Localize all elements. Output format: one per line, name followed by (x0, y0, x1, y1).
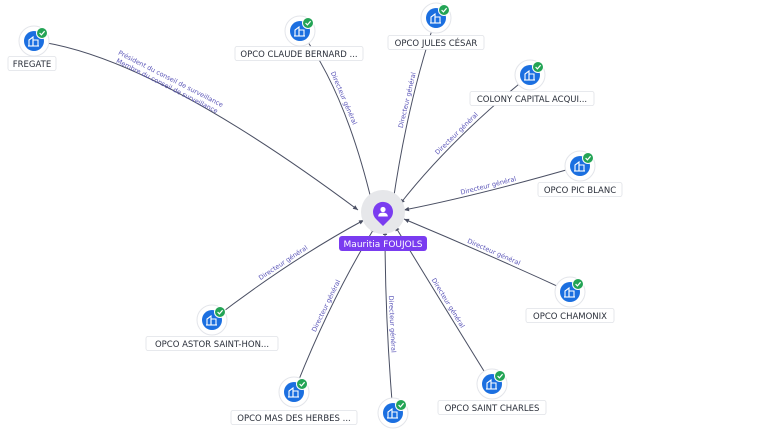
company-node[interactable]: COLONY CAPITAL ACQUI... (469, 59, 595, 106)
node-label-bg (234, 46, 364, 61)
edge-role-label: Directeur général (310, 278, 342, 333)
edge-role-label: Directeur général (387, 296, 398, 354)
edge-role-label: Directeur général (466, 237, 522, 267)
edge-line (403, 218, 571, 293)
company-node[interactable]: OPCO ASTOR SAINT-HON... (145, 304, 279, 351)
check-icon (395, 399, 407, 411)
center-label: Mauritia FOUJOLS (344, 240, 423, 250)
node-label-bg (537, 182, 623, 197)
node-label: COLONY CAPITAL ACQUI... (477, 95, 587, 105)
edge-line (211, 219, 365, 321)
node-label-bg (469, 91, 595, 106)
company-node[interactable]: FREGATE (7, 25, 57, 71)
edge-role-label: Membre du conseil de surveillance (115, 57, 219, 115)
nodes-layer: FREGATE OPCO CLAUDE BERNARD ... OPCO JULES… (7, 2, 623, 429)
edge: Directeur général (211, 219, 365, 321)
node-label: OPCO JULES CÉSAR (395, 37, 478, 49)
node-label: OPCO CLAUDE BERNARD ... (240, 50, 357, 60)
company-node[interactable]: OPCO CHAMONIX (525, 276, 615, 323)
node-label: OPCO PIC BLANC (544, 186, 616, 196)
edge-line (33, 40, 359, 211)
edge-role-label: Directeur général (257, 244, 309, 282)
edge-line (399, 74, 531, 205)
node-label: OPCO ASTOR SAINT-HON... (155, 340, 269, 350)
edge-role-label: Président du conseil de surveillance (117, 49, 225, 109)
check-icon (36, 27, 48, 39)
edge-arrow (358, 220, 364, 225)
check-icon (582, 152, 594, 164)
node-label-bg (7, 56, 57, 71)
node-label: OPCO CHAMONIX (533, 312, 607, 322)
edge-line (403, 165, 581, 211)
center-node[interactable]: Mauritia FOUJOLS (339, 190, 427, 251)
building-icon (486, 378, 497, 390)
edges-layer: Président du conseil de surveillanceMemb… (33, 17, 581, 414)
node-label-bg (387, 35, 485, 50)
building-icon (288, 386, 299, 398)
center-label-bg (339, 236, 427, 251)
edge-arrow (404, 218, 410, 223)
check-icon (532, 61, 544, 73)
building-icon (387, 407, 398, 419)
edge-arrow (404, 206, 410, 212)
building-icon (206, 314, 217, 326)
company-node[interactable]: OPCO CLAUDE BERNARD ... (234, 15, 364, 61)
check-icon (302, 17, 314, 29)
edge-line (384, 229, 394, 414)
node-label-bg (230, 410, 358, 425)
building-icon (574, 160, 585, 172)
building-icon (28, 35, 39, 47)
edge-role-label: Directeur général (430, 277, 467, 330)
edge-arrow (352, 205, 358, 210)
edge-role-label: Directeur général (329, 70, 359, 126)
building-icon (564, 286, 575, 298)
edge-role-label: Directeur général (397, 71, 418, 129)
building-icon (294, 25, 305, 37)
node-label-bg (145, 336, 279, 351)
node-label-bg (437, 400, 547, 415)
edge-line (299, 30, 373, 204)
company-node[interactable]: OPCO JULES CÉSAR (387, 2, 485, 50)
edge: Président du conseil de surveillanceMemb… (33, 40, 359, 211)
node-label: OPCO MAS DES HERBES ... (237, 414, 350, 424)
company-node[interactable]: OPCO SAINT CHARLES (437, 368, 547, 415)
company-node[interactable] (377, 397, 409, 429)
building-icon (430, 12, 441, 24)
node-label-bg (525, 308, 615, 323)
check-icon (296, 378, 308, 390)
check-icon (214, 306, 226, 318)
node-label: FREGATE (13, 60, 51, 70)
edge: Directeur général (382, 229, 398, 414)
company-node[interactable]: OPCO PIC BLANC (537, 150, 623, 197)
edge-role-label: Directeur général (433, 111, 479, 157)
person-icon (378, 206, 388, 217)
company-node[interactable]: OPCO MAS DES HERBES ... (230, 376, 358, 425)
node-label: OPCO SAINT CHARLES (445, 404, 540, 414)
check-icon (494, 370, 506, 382)
check-icon (438, 4, 450, 16)
building-icon (524, 69, 535, 81)
check-icon (572, 278, 584, 290)
